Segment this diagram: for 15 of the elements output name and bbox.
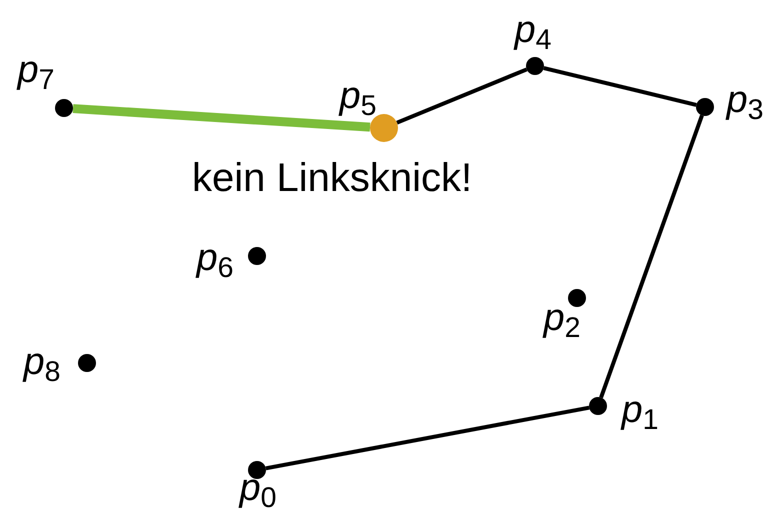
annotation-text: kein Linksknick! [192,158,472,198]
point-label: p$_{8}$ [24,343,60,381]
point-label: p$_{3}$ [726,81,764,119]
point-label: p$_{1}$ [622,391,658,429]
point-label: p$_{0}$ [240,469,276,507]
point-label: p$_{6}$ [196,239,234,277]
point-label: p$_{7}$ [18,51,54,89]
line-segment [543,66,697,107]
point-label: p$_{2}$ [544,299,580,337]
point-label: p$_{4}$ [514,11,552,49]
line-segment [599,114,704,398]
point-label: p$_{5}$ [340,77,376,115]
line-segment [72,104,370,132]
line-segment [265,406,590,470]
line-segment [396,68,528,125]
